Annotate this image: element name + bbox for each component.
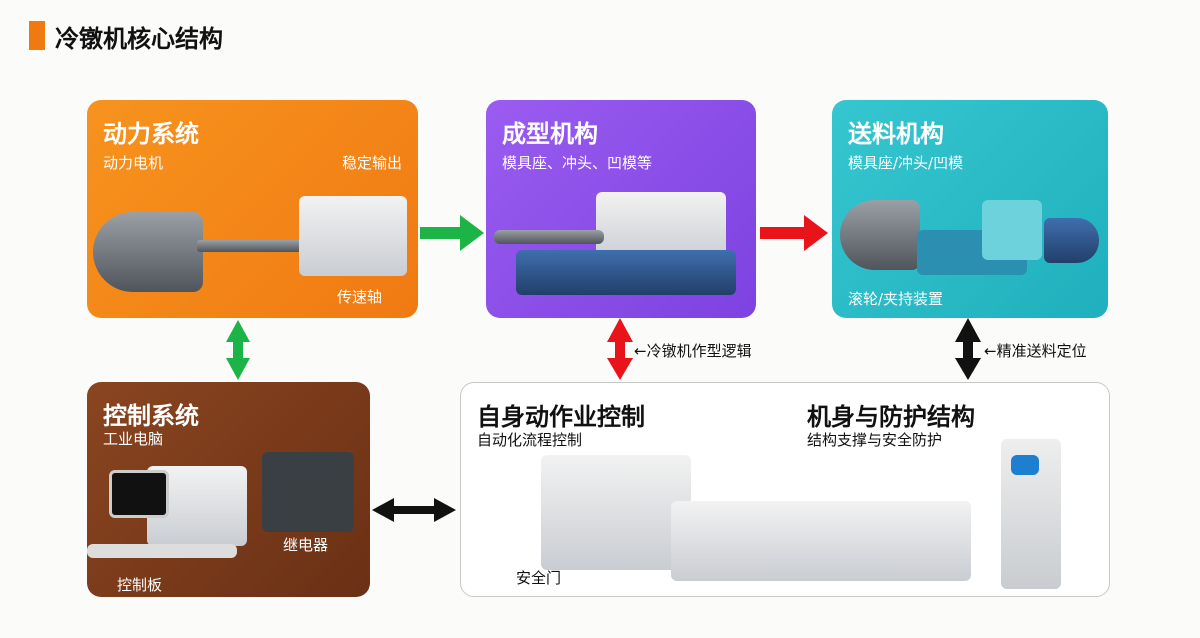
control-system-card: 控制系统 工业电脑 继电器 控制板 — [87, 382, 370, 597]
keyboard-image — [87, 544, 237, 558]
body-subtitle: 结构支撑与安全防护 — [807, 431, 943, 449]
pc-label: 工业电脑 — [103, 430, 164, 448]
hmi-screen-image — [1011, 455, 1039, 475]
relay-label: 继电器 — [283, 536, 329, 554]
forming-mechanism-card: 成型机构 模具座、冲头、凹模等 — [486, 100, 756, 318]
feed-cabinet-image — [982, 200, 1042, 260]
feed-position-label: ←精准送料定位 — [984, 342, 1087, 360]
motor-label: 动力电机 — [103, 154, 164, 172]
shaft-image — [197, 240, 307, 252]
forming-title: 成型机构 — [502, 120, 598, 148]
feeding-subtitle: 模具座/冲头/凹模 — [848, 154, 964, 172]
output-label: 稳定输出 — [341, 154, 402, 172]
gearbox-image — [299, 196, 407, 276]
arrow-forming-to-feeding — [760, 215, 828, 251]
forming-base-image — [516, 250, 736, 295]
power-system-title: 动力系统 — [103, 120, 199, 148]
control-title: 控制系统 — [103, 402, 199, 430]
shaft-label: 传速轴 — [337, 288, 383, 306]
safety-door-label: 安全门 — [516, 569, 562, 587]
forming-logic-label: ←冷镦机作型逻辑 — [634, 342, 752, 360]
arrow-control-auto — [372, 498, 456, 522]
machine-body-image — [671, 501, 971, 581]
arrow-power-control — [226, 320, 250, 380]
arrow-forming-auto — [607, 318, 633, 380]
forming-shaft-image — [494, 230, 604, 244]
monitor-image — [109, 470, 169, 518]
panel-label: 控制板 — [117, 576, 163, 594]
feeding-title: 送料机构 — [848, 120, 944, 148]
feed-motor2-image — [1044, 218, 1099, 263]
automation-body-card: 自身动作业控制 自动化流程控制 机身与防护结构 结构支撑与安全防护 安全门 — [460, 382, 1110, 597]
feeding-mechanism-card: 送料机构 模具座/冲头/凹模 滚轮/夹持装置 — [832, 100, 1108, 318]
auto-machine-image — [541, 455, 691, 570]
arrow-power-to-forming — [420, 215, 484, 251]
auto-control-title: 自身动作业控制 — [477, 403, 645, 431]
relay-box-image — [262, 452, 354, 532]
body-title: 机身与防护结构 — [807, 403, 975, 431]
motor-image — [93, 212, 203, 292]
feed-motor-image — [840, 200, 920, 270]
title-marker — [29, 21, 45, 50]
auto-control-subtitle: 自动化流程控制 — [477, 431, 583, 449]
arrow-feeding-body — [955, 318, 981, 380]
page-title: 冷镦机核心结构 — [55, 25, 223, 53]
forming-subtitle: 模具座、冲头、凹模等 — [502, 154, 653, 172]
power-system-card: 动力系统 动力电机 稳定输出 传速轴 — [87, 100, 418, 318]
rollers-label: 滚轮/夹持装置 — [848, 290, 944, 308]
